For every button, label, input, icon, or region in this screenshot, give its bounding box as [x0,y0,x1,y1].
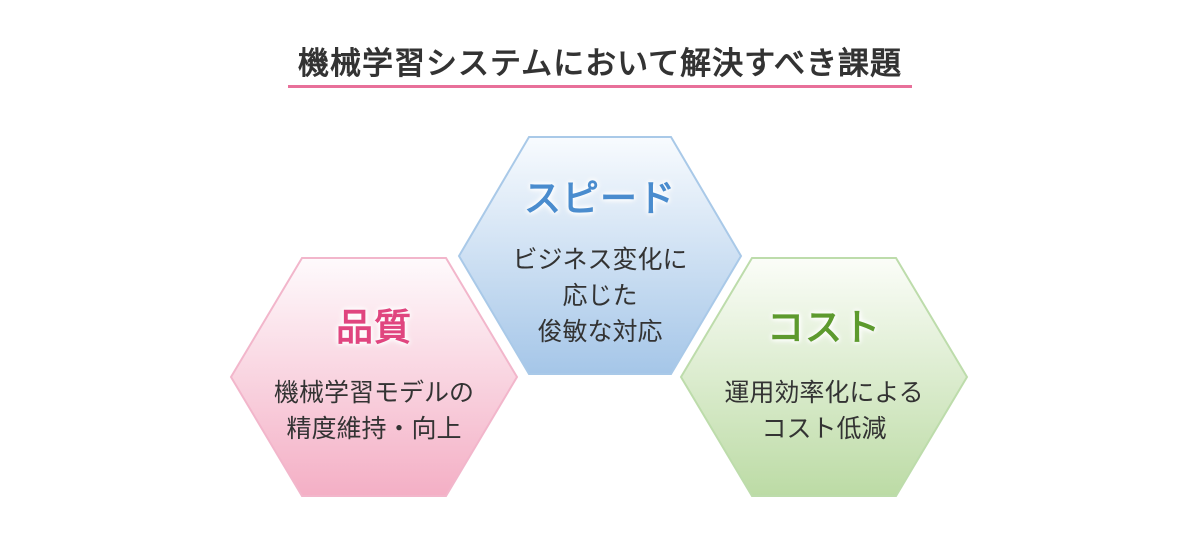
diagram-title: 機械学習システムにおいて解決すべき課題 [298,46,902,82]
cost-description: 運用効率化による コスト低減 [724,378,924,443]
hexagon-quality [229,257,519,497]
speed-heading: スピード [524,177,676,220]
quality-heading: 品質 [336,306,412,349]
title-underline [288,85,912,88]
hexagon-cost [679,257,969,497]
hexagon-speed [457,136,743,375]
quality-description: 機械学習モデルの 精度維持・向上 [273,378,474,443]
cost-heading: コスト [767,306,881,349]
speed-description: ビジネス変化に 応じた 俊敏な対応 [512,245,688,346]
